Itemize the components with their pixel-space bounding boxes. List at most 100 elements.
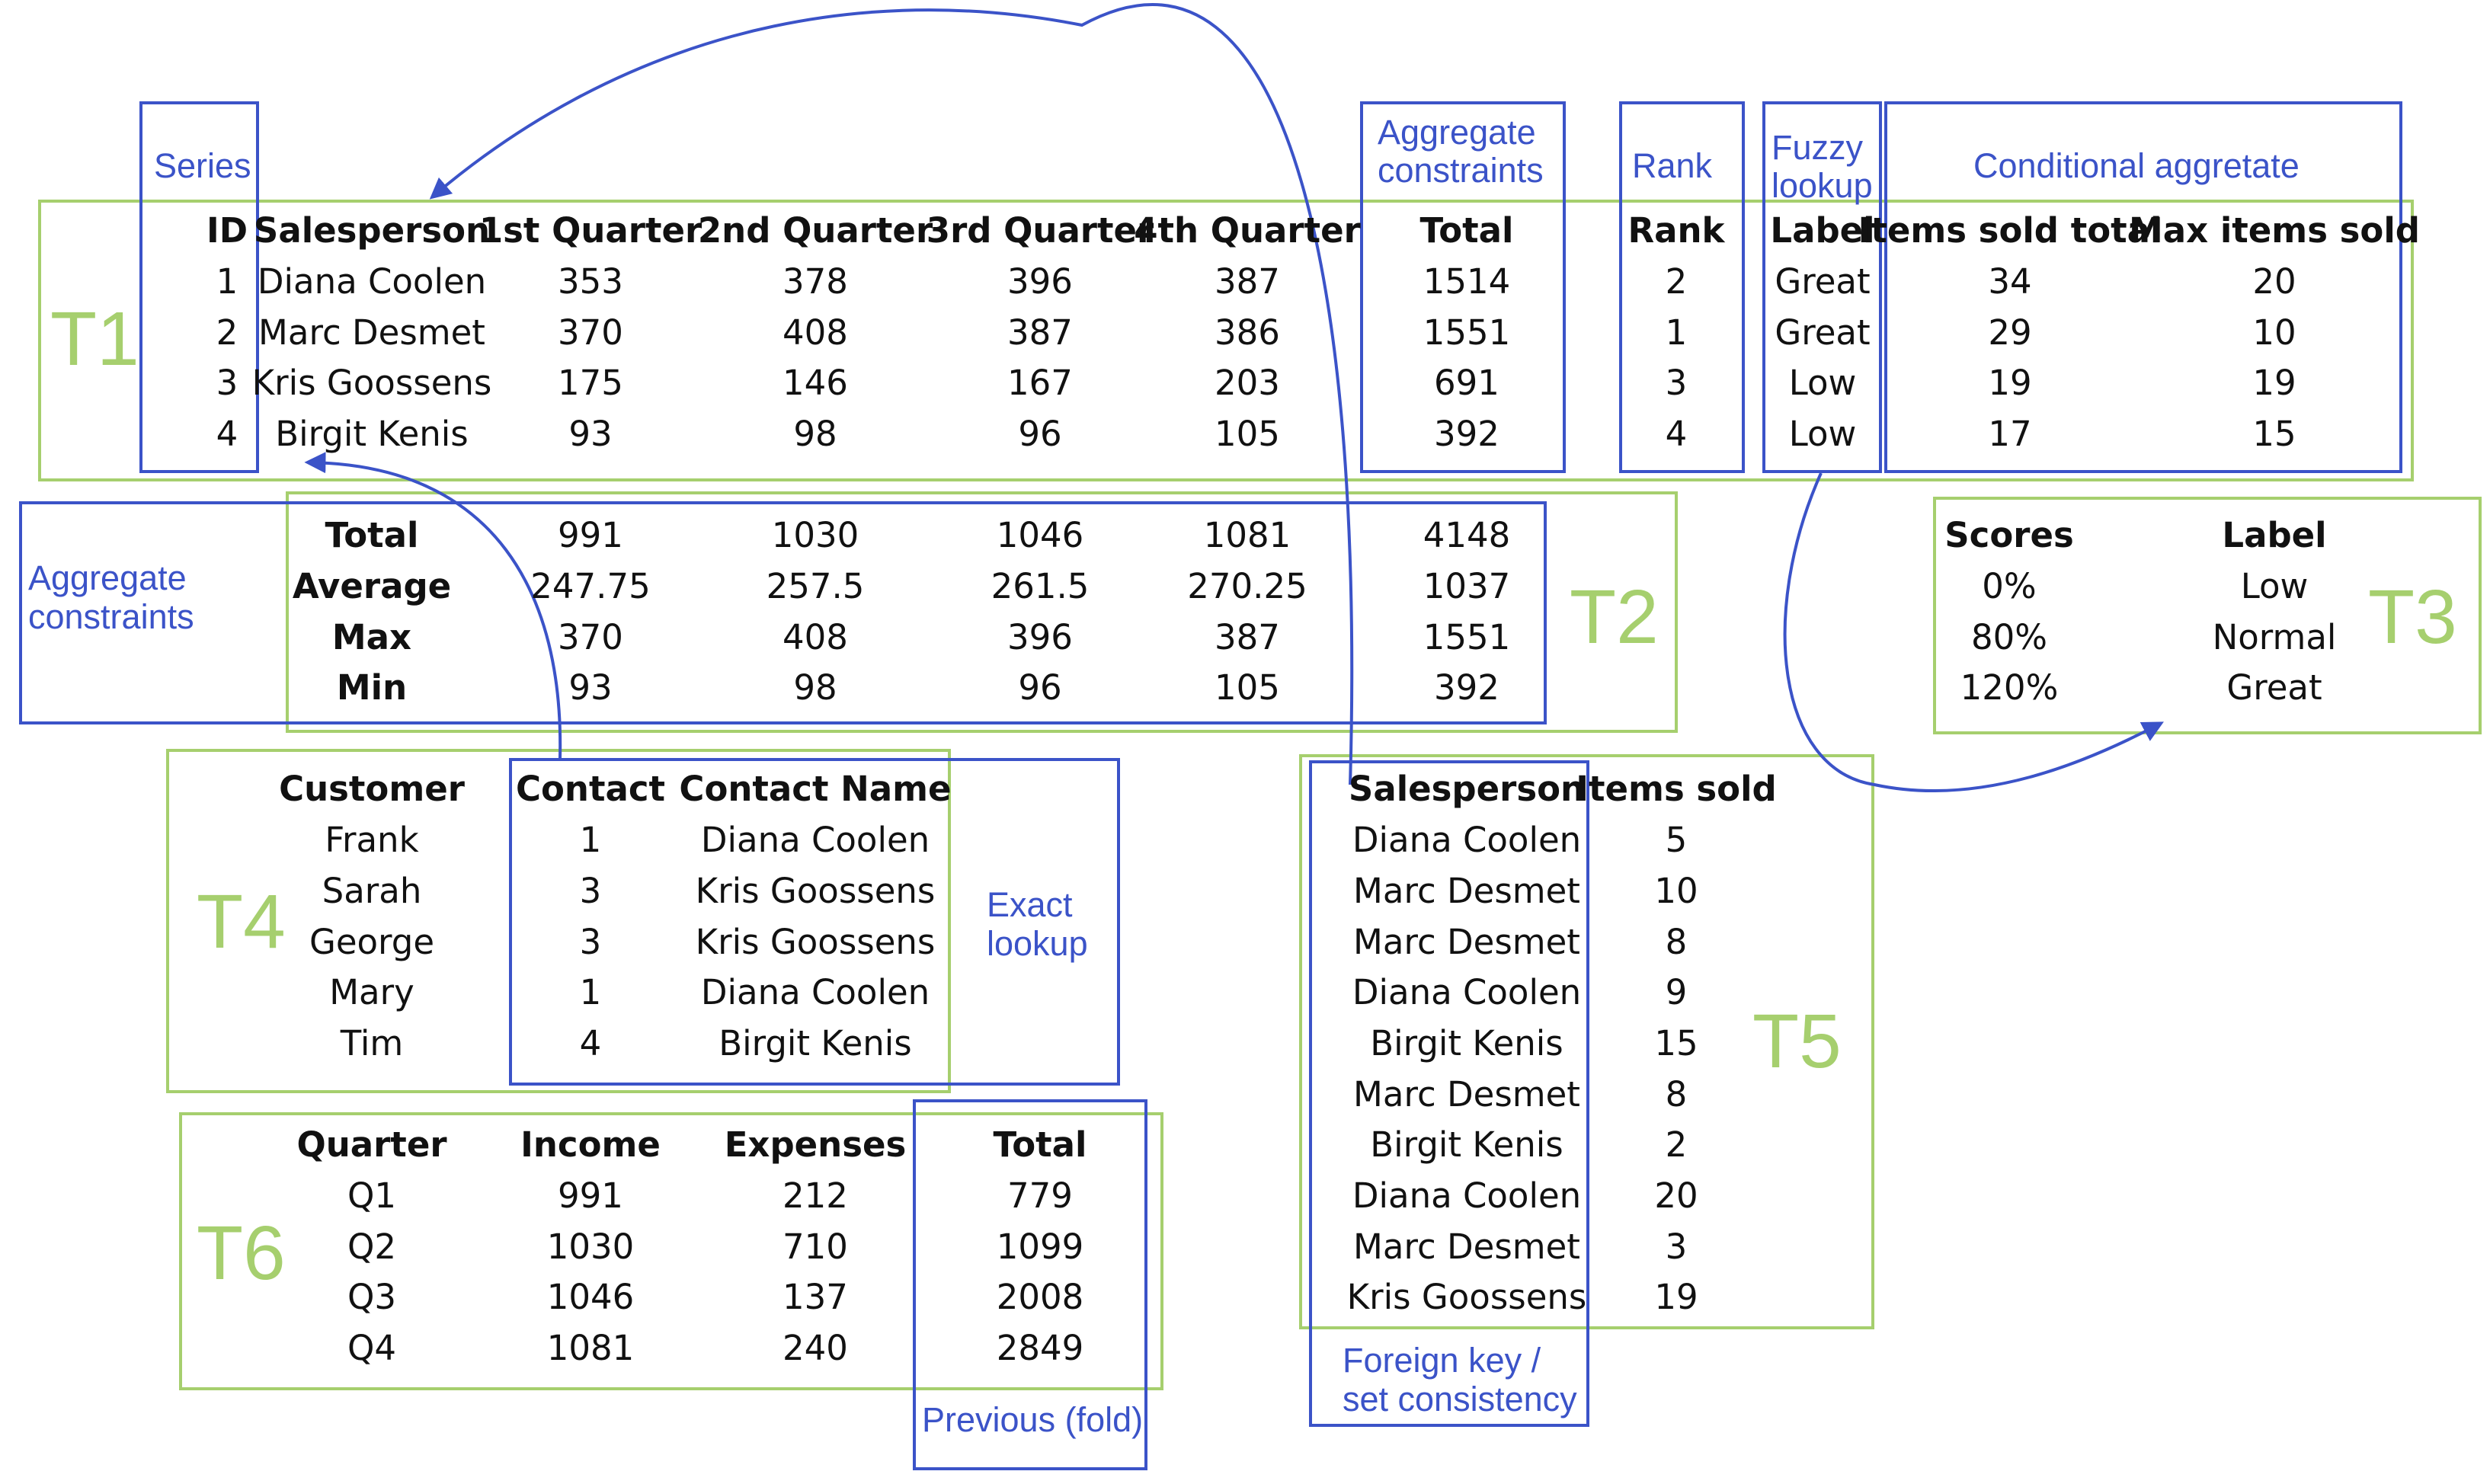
t1-cell: 370 xyxy=(558,312,623,353)
t6-cell: 2008 xyxy=(996,1277,1084,1317)
fuzzy-lookup-arrow xyxy=(1783,472,2164,793)
foreign-key-label-line2: set consistency xyxy=(1343,1380,1577,1418)
t1-cell: Low xyxy=(1788,363,1857,403)
t4-cell: Diana Coolen xyxy=(700,820,930,860)
t6-table-box xyxy=(179,1112,1163,1390)
t1-cell: Low xyxy=(1788,414,1857,454)
t2-cell: 1030 xyxy=(771,515,859,555)
t1-header-cell: Max items sold xyxy=(2129,210,2420,251)
t1-cell: 29 xyxy=(1988,312,2032,353)
t5-cell: Birgit Kenis xyxy=(1370,1023,1563,1063)
t2-cell: 1037 xyxy=(1423,566,1511,606)
t4-cell: Tim xyxy=(340,1023,404,1063)
conditional-aggregate-constraint-box xyxy=(1884,101,2402,473)
t2-cell: 991 xyxy=(558,515,623,555)
t5-cell: Diana Coolen xyxy=(1352,1175,1582,1216)
aggregate-constraint-box-t2 xyxy=(19,501,1547,724)
t1-cell: 387 xyxy=(1007,312,1073,353)
t1-cell: 387 xyxy=(1215,261,1280,302)
t1-cell: 3 xyxy=(216,363,238,403)
t6-cell: 1030 xyxy=(546,1227,635,1267)
aggregate-constraints-label-t1-line2: constraints xyxy=(1378,151,1544,190)
t4-header-cell: Contact xyxy=(515,769,666,809)
t2-row-label: Min xyxy=(336,667,408,708)
t1-table-box xyxy=(38,200,2414,481)
t4-header-cell: Customer xyxy=(279,769,465,809)
t1-header-cell: Rank xyxy=(1627,210,1725,251)
series-constraint-box xyxy=(139,101,259,473)
t2-row-label: Average xyxy=(292,566,452,606)
t5-cell: 8 xyxy=(1665,922,1688,962)
t2-cell: 396 xyxy=(1007,617,1073,657)
t1-header-cell: 2nd Quarter xyxy=(697,210,933,251)
previous-fold-constraint-box xyxy=(913,1099,1147,1470)
t4-cell: 1 xyxy=(579,820,602,860)
t6-cell: 1046 xyxy=(546,1277,635,1317)
t1-cell: 378 xyxy=(783,261,848,302)
t4-cell: 1 xyxy=(579,972,602,1012)
t1-cell: 34 xyxy=(1988,261,2032,302)
t5-cell: 5 xyxy=(1665,820,1688,860)
t5-cell: Marc Desmet xyxy=(1353,922,1580,962)
t1-cell: 10 xyxy=(2252,312,2296,353)
t6-cell: Q3 xyxy=(347,1277,397,1317)
t4-cell: 3 xyxy=(579,922,602,962)
t1-cell: 2 xyxy=(1665,261,1688,302)
fuzzy-lookup-label-line1: Fuzzy xyxy=(1771,128,1864,167)
t4-table-box xyxy=(166,749,951,1093)
t1-header-cell: 4th Quarter xyxy=(1134,210,1361,251)
t1-cell: 1 xyxy=(216,261,238,302)
exact-lookup-arrow xyxy=(304,452,562,759)
t5-cell: Marc Desmet xyxy=(1353,1227,1580,1267)
t2-row-label: Total xyxy=(325,515,419,555)
conditional-aggregate-label: Conditional aggretate xyxy=(1973,146,2300,185)
t4-cell: 3 xyxy=(579,871,602,911)
t1-cell: 4 xyxy=(1665,414,1688,454)
t1-cell: 203 xyxy=(1215,363,1280,403)
t4-header-cell: Contact Name xyxy=(679,769,952,809)
t2-cell: 387 xyxy=(1215,617,1280,657)
t5-cell: Marc Desmet xyxy=(1353,1074,1580,1115)
t1-cell: 93 xyxy=(568,414,613,454)
t4-cell: Kris Goossens xyxy=(695,922,936,962)
t2-cell: 96 xyxy=(1018,667,1062,708)
t5-cell: 2 xyxy=(1665,1124,1688,1165)
t1-cell: 4 xyxy=(216,414,238,454)
t5-cell: 20 xyxy=(1654,1175,1698,1216)
t4-cell: Diana Coolen xyxy=(700,972,930,1012)
t3-cell: 0% xyxy=(1982,566,2037,606)
aggregate-constraints-label-t2-line1: Aggregate xyxy=(28,558,187,597)
t2-cell: 257.5 xyxy=(766,566,865,606)
t3-cell: 80% xyxy=(1970,617,2048,657)
t1-cell: 98 xyxy=(793,414,837,454)
t6-cell: 137 xyxy=(783,1277,848,1317)
aggregate-constraint-box-t1 xyxy=(1360,101,1566,473)
t6-cell: 991 xyxy=(558,1175,623,1216)
t6-cell: 2849 xyxy=(996,1328,1084,1368)
t3-cell: Great xyxy=(2226,667,2322,708)
t5-cell: 15 xyxy=(1654,1023,1698,1063)
t3-header-cell: Scores xyxy=(1944,515,2074,555)
t6-cell: 1099 xyxy=(996,1227,1084,1267)
exact-lookup-constraint-box xyxy=(509,758,1120,1086)
t2-cell: 408 xyxy=(783,617,848,657)
aggregate-constraints-label-t2-line2: constraints xyxy=(28,597,194,636)
t5-cell: Birgit Kenis xyxy=(1370,1124,1563,1165)
t1-cell: 1 xyxy=(1665,312,1688,353)
t2-cell: 370 xyxy=(558,617,623,657)
foreign-key-constraint-box xyxy=(1309,760,1589,1427)
t2-row-label: Max xyxy=(331,617,412,657)
t3-cell: Low xyxy=(2240,566,2309,606)
t1-cell: 3 xyxy=(1665,363,1688,403)
t1-cell: 105 xyxy=(1215,414,1280,454)
t6-header-cell: Quarter xyxy=(296,1124,447,1165)
exact-lookup-label-line2: lookup xyxy=(987,924,1088,963)
t1-cell: 146 xyxy=(783,363,848,403)
t6-header-cell: Total xyxy=(993,1124,1087,1165)
t1-header-cell: 3rd Quarter xyxy=(926,210,1154,251)
t1-cell: 15 xyxy=(2252,414,2296,454)
fuzzy-lookup-constraint-box xyxy=(1762,101,1882,473)
t1-cell: 19 xyxy=(2252,363,2296,403)
t5-cell: Marc Desmet xyxy=(1353,871,1580,911)
